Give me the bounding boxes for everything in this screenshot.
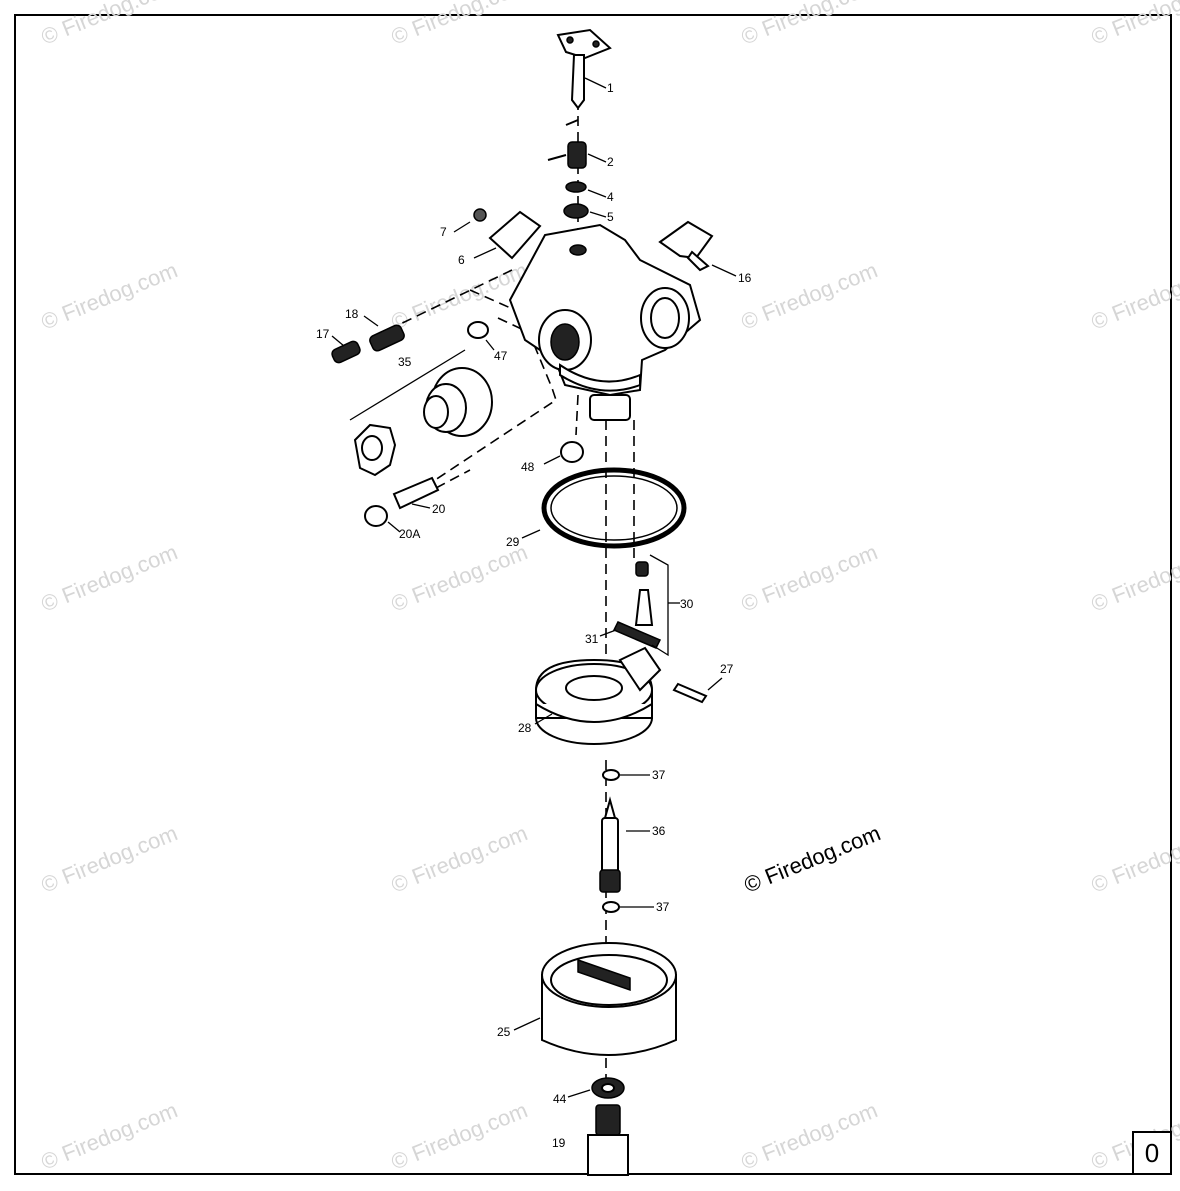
- watermark: © Firedog.com: [38, 0, 181, 50]
- page-number: 0: [1144, 1137, 1160, 1168]
- watermark: © Firedog.com: [1088, 0, 1180, 50]
- watermark: © Firedog.com: [738, 257, 881, 334]
- part-spring: [547, 119, 587, 169]
- callout-5: 5: [607, 210, 614, 224]
- watermark: © Firedog.com: [388, 1097, 531, 1174]
- watermark: © Firedog.com: [38, 539, 181, 616]
- callout-27: 27: [720, 662, 734, 676]
- callout-35: 35: [398, 355, 412, 369]
- watermark: © Firedog.com: [738, 539, 881, 616]
- callout-37-upper: 37: [652, 768, 666, 782]
- part-shaft: [392, 476, 440, 510]
- callout-20: 20: [432, 502, 446, 516]
- callout-28: 28: [518, 721, 532, 735]
- callout-31: 31: [585, 632, 599, 646]
- part-screw: [473, 208, 487, 222]
- part-float-bowl: [541, 942, 677, 1056]
- callout-6: 6: [458, 253, 465, 267]
- callout-48: 48: [521, 460, 535, 474]
- callout-1: 1: [607, 81, 614, 95]
- part-float-pin: [672, 682, 708, 704]
- callout-4: 4: [607, 190, 614, 204]
- part-bowl-gasket: [541, 467, 687, 549]
- part-bowl-nut: [587, 1104, 629, 1176]
- part-idle-spring: [369, 324, 405, 352]
- part-o-ring-lower: [602, 901, 620, 913]
- part-carburetor-body: [508, 223, 702, 421]
- callout-20a: 20A: [399, 527, 420, 541]
- part-float: [535, 646, 662, 745]
- part-cap: [364, 505, 388, 527]
- callout-29: 29: [506, 535, 520, 549]
- callout-17: 17: [316, 327, 330, 341]
- callout-47: 47: [494, 349, 508, 363]
- part-inlet-needle: [634, 561, 654, 626]
- part-o-ring-upper: [602, 769, 620, 781]
- leader-lines: [331, 77, 737, 1098]
- callout-18: 18: [345, 307, 359, 321]
- callout-30: 30: [680, 597, 694, 611]
- copyright-watermark: © Firedog.com: [741, 820, 884, 897]
- watermark: © Firedog.com: [388, 257, 531, 334]
- callout-19: 19: [552, 1136, 566, 1150]
- watermark: © Firedog.com: [1088, 257, 1180, 334]
- part-washer: [565, 181, 587, 193]
- part-welch-plug: [560, 441, 584, 463]
- watermark: © Firedog.com: [738, 0, 881, 50]
- watermark: © Firedog.com: [38, 257, 181, 334]
- watermark: © Firedog.com: [388, 820, 531, 897]
- part-idle-screw: [331, 340, 361, 364]
- watermark: © Firedog.com: [1088, 820, 1180, 897]
- watermark: © Firedog.com: [388, 0, 531, 50]
- callout-2: 2: [607, 155, 614, 169]
- part-choke-plate: [488, 210, 542, 260]
- callout-labels: 1 2 4 5 7 6 16 18 17 47 35 48 20 20A 29 …: [316, 81, 752, 1150]
- part-main-jet: [599, 796, 621, 893]
- part-primer-assembly: [349, 349, 493, 477]
- callout-7: 7: [440, 225, 447, 239]
- part-choke-lever: [556, 28, 612, 110]
- callout-36: 36: [652, 824, 666, 838]
- callout-37-lower: 37: [656, 900, 670, 914]
- page-number-box: 0: [1132, 1131, 1172, 1175]
- watermark: © Firedog.com: [388, 539, 531, 616]
- part-o-ring: [467, 321, 489, 339]
- watermark: © Firedog.com: [1088, 539, 1180, 616]
- watermark: © Firedog.com: [38, 820, 181, 897]
- callout-44: 44: [553, 1092, 567, 1106]
- part-bowl-washer: [591, 1077, 625, 1099]
- part-seal: [563, 203, 589, 219]
- watermark: © Firedog.com: [738, 1097, 881, 1174]
- callout-25: 25: [497, 1025, 511, 1039]
- callout-16: 16: [738, 271, 752, 285]
- part-fuel-fitting: [658, 220, 714, 272]
- watermark: © Firedog.com: [38, 1097, 181, 1174]
